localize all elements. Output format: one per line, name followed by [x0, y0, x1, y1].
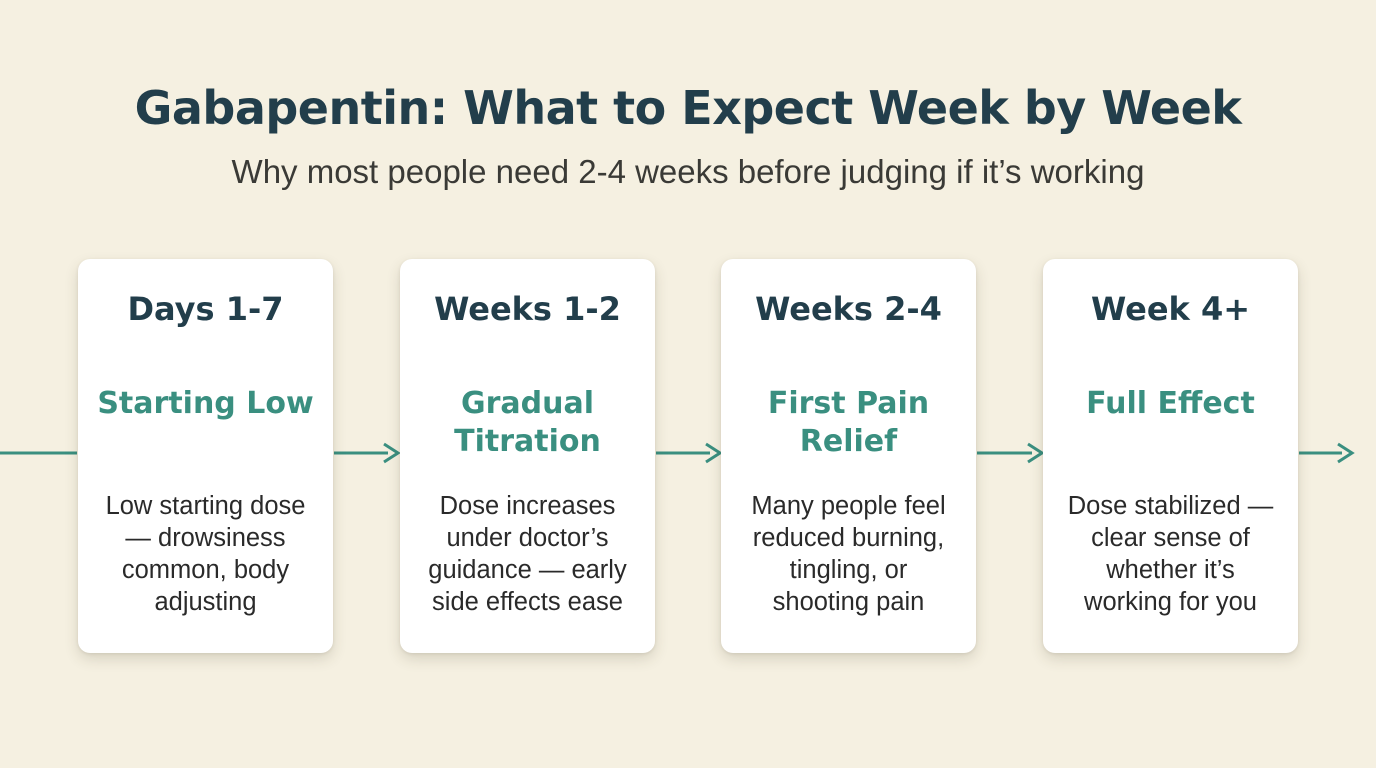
timeline-arrow-2 [656, 442, 723, 464]
stage-description-line: Many people feel [751, 492, 946, 520]
stage-phase: First Pain Relief [731, 385, 966, 461]
stage-phase-line: First Pain [767, 386, 930, 421]
stage-description: Many people feel reduced burning, tingli… [735, 490, 962, 618]
stage-phase-line: Titration [454, 424, 601, 459]
stage-period: Weeks 2-4 [755, 290, 942, 328]
stage-phase-line: Relief [799, 424, 898, 459]
stage-card-weeks-2-4: Weeks 2-4 First Pain Relief Many people … [721, 259, 976, 653]
stage-description-line: — drowsiness [125, 524, 286, 552]
stage-description-line: working for you [1084, 588, 1257, 616]
page-subtitle: Why most people need 2-4 weeks before ju… [231, 153, 1145, 190]
stage-description: Dose increases under doctor’s guidance —… [414, 490, 641, 618]
stage-description: Dose stabilized — clear sense of whether… [1057, 490, 1284, 618]
stage-description-line: tingling, or [789, 556, 908, 584]
stage-description-line: shooting pain [772, 588, 925, 616]
stage-description-line: whether it’s [1106, 556, 1235, 584]
timeline-arrow-1 [334, 442, 401, 464]
stage-period: Week 4+ [1090, 290, 1251, 328]
stage-description-line: Dose increases [439, 492, 616, 520]
stage-period: Weeks 1-2 [434, 290, 621, 328]
stage-period: Days 1-7 [127, 290, 284, 328]
stage-phase: Gradual Titration [410, 385, 645, 461]
stage-description-line: Low starting dose [105, 492, 306, 520]
stage-phase: Full Effect [1053, 385, 1288, 423]
stage-phase: Starting Low [88, 385, 323, 423]
stage-description-line: under doctor’s [446, 524, 609, 552]
stage-description-line: common, body [121, 556, 290, 584]
stage-description: Low starting dose — drowsiness common, b… [92, 490, 319, 618]
stage-description-line: guidance — early [428, 556, 627, 584]
stage-phase-line: Starting Low [97, 386, 314, 421]
stage-description-line: adjusting [154, 588, 257, 616]
stage-card-weeks-1-2: Weeks 1-2 Gradual Titration Dose increas… [400, 259, 655, 653]
stage-description-line: side effects ease [432, 588, 623, 616]
timeline-arrow-3 [977, 442, 1045, 464]
stage-card-week-4-plus: Week 4+ Full Effect Dose stabilized — cl… [1043, 259, 1298, 653]
stage-description-line: Dose stabilized — [1067, 492, 1274, 520]
stage-phase-line: Gradual [460, 386, 595, 421]
stage-description-line: clear sense of [1091, 524, 1250, 552]
stage-phase-line: Full Effect [1086, 386, 1255, 421]
timeline-arrow-4 [1299, 442, 1355, 464]
stage-description-line: reduced burning, [752, 524, 945, 552]
stage-card-days-1-7: Days 1-7 Starting Low Low starting dose … [78, 259, 333, 653]
page-title: Gabapentin: What to Expect Week by Week [134, 81, 1242, 135]
